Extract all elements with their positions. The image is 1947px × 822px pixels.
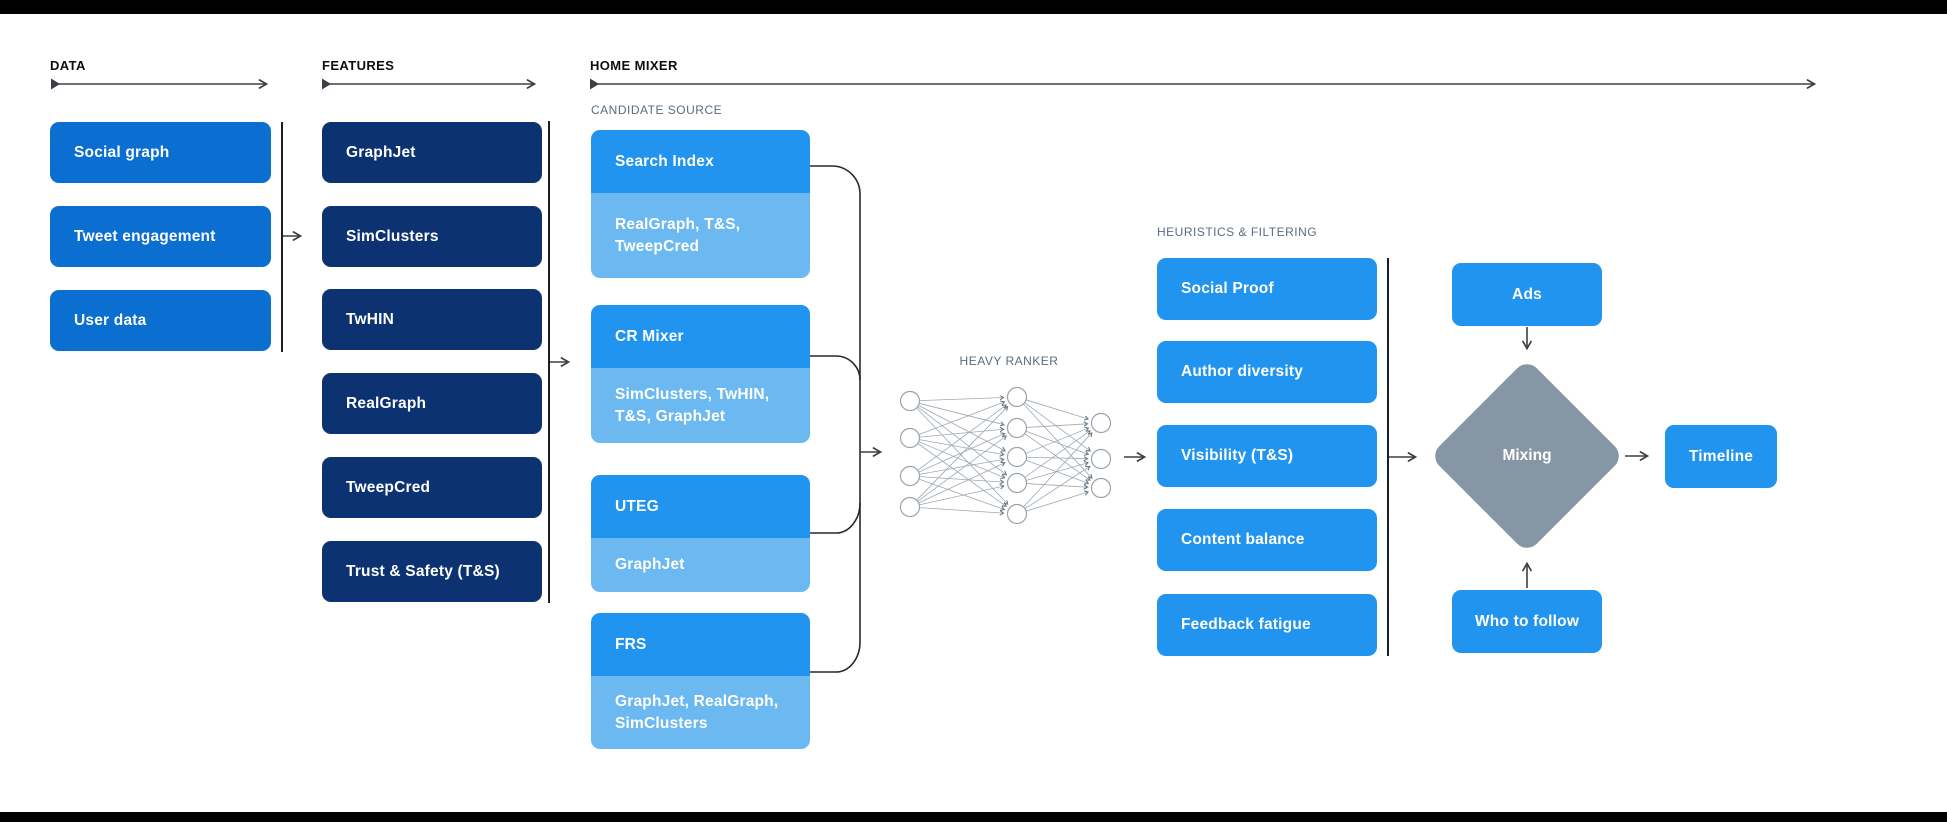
label-heavy-ranker: HEAVY RANKER: [959, 354, 1059, 368]
timeline-box: Timeline: [1665, 425, 1777, 488]
section-header-arrows: [51, 78, 1817, 90]
heuristic-box-feedback-fatigue: Feedback fatigue: [1157, 594, 1377, 656]
home-mixer-arrow-start-triangle: [590, 78, 599, 90]
feature-box-trust-safety: Trust & Safety (T&S): [322, 541, 542, 602]
candidate-frs-title: FRS: [591, 613, 810, 676]
data-box-social-graph: Social graph: [50, 122, 271, 183]
bottom-black-bar: [0, 812, 1947, 822]
cr-mixer-connector: [810, 355, 861, 381]
top-black-bar: [0, 0, 1947, 14]
features-arrow-start-triangle: [322, 78, 331, 90]
feature-box-twhin: TwHIN: [322, 289, 542, 350]
feature-box-graphjet: GraphJet: [322, 122, 542, 183]
feature-box-realgraph: RealGraph: [322, 373, 542, 434]
heuristic-box-author-diversity: Author diversity: [1157, 341, 1377, 403]
heuristic-box-social-proof: Social Proof: [1157, 258, 1377, 320]
section-label-data: DATA: [50, 58, 86, 73]
candidate-uteg-deps: GraphJet: [591, 538, 810, 592]
candidate-cr-mixer-deps: SimClusters, TwHIN, T&S, GraphJet: [591, 368, 810, 443]
candidate-search-index-title: Search Index: [591, 130, 810, 193]
candidate-collector: [810, 165, 861, 673]
data-box-user-data: User data: [50, 290, 271, 351]
heuristic-box-content-balance: Content balance: [1157, 509, 1377, 571]
heuristic-box-visibility: Visibility (T&S): [1157, 425, 1377, 487]
uteg-connector: [810, 502, 861, 534]
candidate-frs-deps: GraphJet, RealGraph, SimClusters: [591, 676, 810, 749]
frs-connector: [810, 641, 861, 673]
search-index-connector: [810, 165, 861, 642]
section-label-home-mixer: HOME MIXER: [590, 58, 678, 73]
who-to-follow-box: Who to follow: [1452, 590, 1602, 653]
feature-box-tweepcred: TweepCred: [322, 457, 542, 518]
candidate-uteg-title: UTEG: [591, 475, 810, 538]
data-box-tweet-engagement: Tweet engagement: [50, 206, 271, 267]
feature-box-simclusters: SimClusters: [322, 206, 542, 267]
mixing-diamond-label: Mixing: [1502, 447, 1552, 464]
label-candidate-source: CANDIDATE SOURCE: [591, 103, 723, 117]
section-label-features: FEATURES: [322, 58, 395, 73]
data-arrow-start-triangle: [51, 78, 60, 90]
neural-network-icon: [899, 386, 1112, 525]
candidate-search-index-deps: RealGraph, T&S, TweepCred: [591, 193, 810, 278]
label-heuristics-filtering: HEURISTICS & FILTERING: [1157, 225, 1318, 239]
candidate-cr-mixer-title: CR Mixer: [591, 305, 810, 368]
ads-box: Ads: [1452, 263, 1602, 326]
